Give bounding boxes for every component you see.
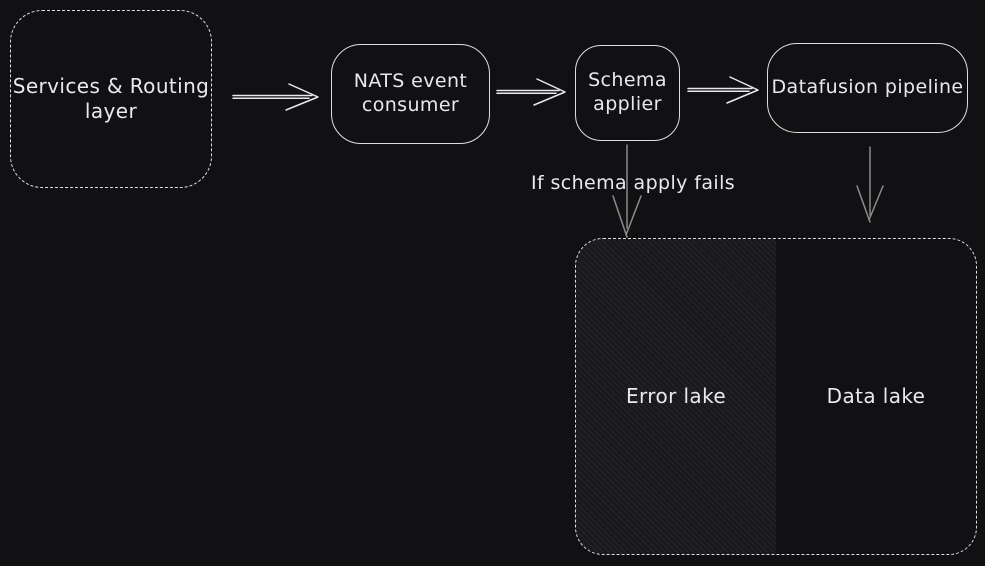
node-datafusion-label: Datafusion pipeline (771, 76, 964, 99)
data-lake-label: Data lake (826, 384, 926, 408)
node-nats-label: NATS event consumer (353, 70, 468, 116)
error-lake-region[interactable]: Error lake (576, 239, 776, 554)
schema-fail-annotation: If schema apply fails (530, 172, 736, 194)
error-lake-label: Error lake (625, 384, 727, 408)
arrow-nats-to-schema[interactable] (496, 78, 566, 106)
node-schema-applier[interactable]: Schema applier (575, 45, 680, 141)
arrow-schema-to-datafusion[interactable] (687, 76, 759, 104)
node-services-routing-layer[interactable]: Services & Routing layer (10, 10, 212, 188)
node-nats-event-consumer[interactable]: NATS event consumer (331, 44, 490, 144)
node-lakes-container[interactable]: Error lake Data lake (575, 238, 977, 555)
arrow-schema-to-error-lake[interactable] (612, 144, 642, 238)
node-services-routing-label: Services & Routing layer (12, 74, 210, 123)
node-datafusion-pipeline[interactable]: Datafusion pipeline (767, 43, 968, 133)
arrow-services-to-nats[interactable] (232, 83, 319, 111)
arrow-datafusion-to-data-lake[interactable] (856, 146, 884, 223)
data-lake-region[interactable]: Data lake (776, 239, 976, 554)
node-schema-label: Schema applier (588, 69, 667, 115)
